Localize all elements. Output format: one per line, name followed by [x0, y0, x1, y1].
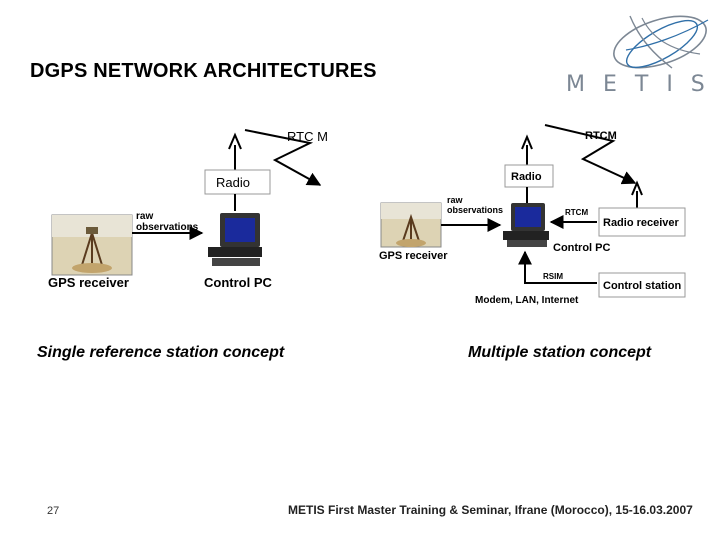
radio-receiver-label: Radio receiver	[603, 217, 680, 229]
modem-label: Modem, LAN, Internet	[475, 295, 579, 306]
rtcm-label: RTCM	[585, 130, 617, 142]
antenna-icon	[521, 134, 533, 165]
right-caption: Multiple station concept	[468, 344, 652, 361]
control-pc-label: Control PC	[204, 275, 272, 290]
gps-receiver-label: GPS receiver	[379, 250, 448, 262]
gps-receiver-label: GPS receiver	[48, 275, 129, 290]
gps-receiver-photo	[51, 214, 133, 276]
antenna-icon	[228, 132, 242, 170]
metis-logo	[560, 10, 710, 100]
observations-label: observations	[136, 222, 199, 233]
slide-title: DGPS NETWORK ARCHITECTURES	[30, 60, 377, 82]
raw-label: raw	[136, 211, 153, 222]
observations-label: observations	[447, 205, 503, 215]
globe-swirl-icon	[613, 15, 709, 69]
rsim-label: RSIM	[543, 272, 563, 281]
left-caption: Single reference station concept	[37, 344, 285, 361]
radio-label: Radio	[216, 175, 250, 190]
gps-receiver-photo	[380, 202, 442, 248]
computer-icon	[208, 213, 262, 266]
multiple-station-diagram: RTCM Radio raw observations Radio receiv…	[379, 124, 686, 306]
footer-text: METIS First Master Training & Seminar, I…	[288, 503, 693, 517]
rtcm-small-label: RTCM	[565, 208, 588, 217]
rtcm-label: RTC M	[287, 129, 328, 144]
computer-icon	[503, 203, 549, 247]
radio-signal-icon	[244, 129, 322, 186]
radio-label: Radio	[511, 171, 542, 183]
single-station-diagram: RTC M Radio raw observations GPS receive…	[48, 129, 328, 290]
control-pc-label: Control PC	[553, 242, 610, 254]
receiver-antenna-icon	[631, 180, 643, 208]
raw-label: raw	[447, 195, 464, 205]
control-station-label: Control station	[603, 280, 681, 292]
page-number: 27	[47, 505, 60, 517]
radio-signal-icon	[544, 124, 637, 185]
logo-text: METIS	[566, 72, 720, 97]
